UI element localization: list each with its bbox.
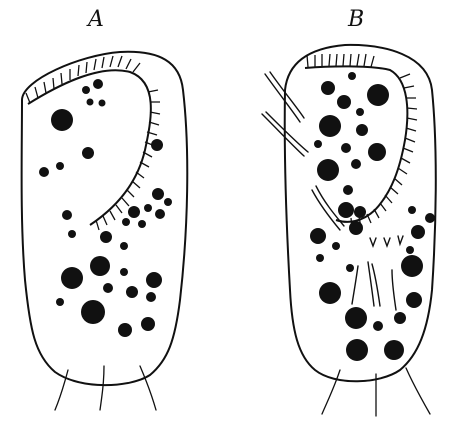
panel-a-label: A: [86, 7, 104, 32]
panel-b-label: B: [347, 7, 364, 32]
panel-a-granules: [39, 79, 172, 337]
panel-b-fibers: [262, 72, 403, 310]
panel-b-caudal-bristles: [322, 368, 430, 416]
panel-a: A: [22, 7, 188, 410]
panel-a-caudal-bristles: [55, 366, 156, 410]
panel-b: B: [262, 7, 436, 416]
panel-a-groove-cilia: [26, 56, 160, 230]
